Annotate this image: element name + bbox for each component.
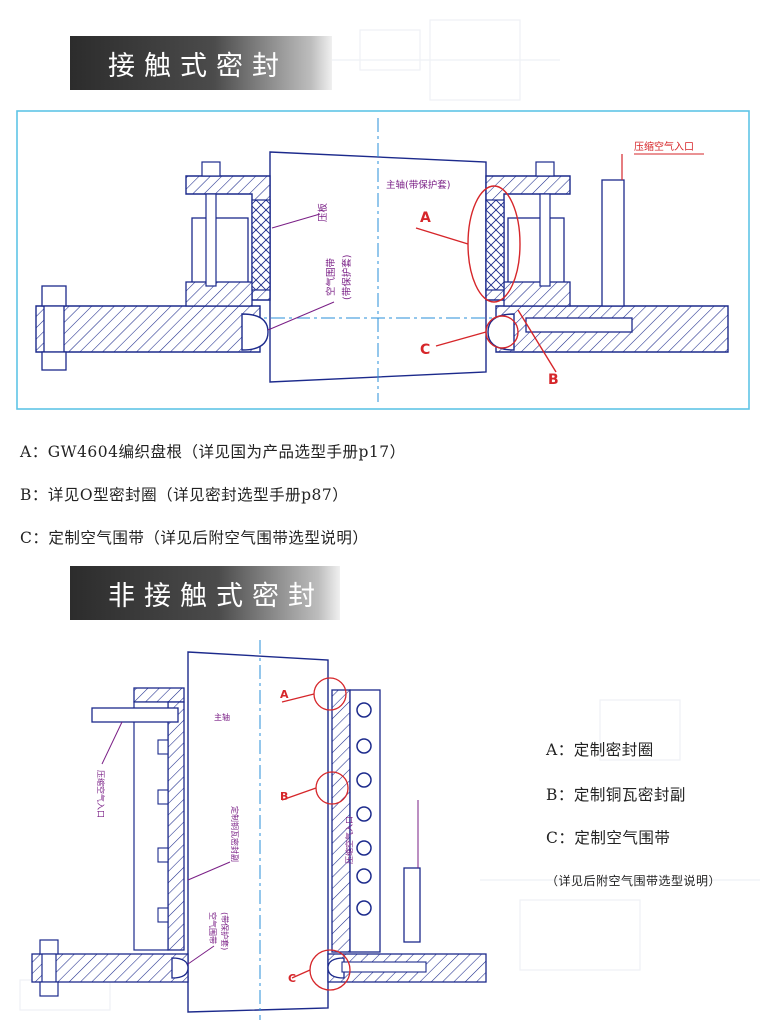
section-title-noncontact-seal: 非接触式密封 xyxy=(70,566,340,620)
lower-label: 空气围带 xyxy=(208,912,218,944)
legend-a: A：GW4604编织盘根（详见国为产品选型手册p17） xyxy=(20,443,406,461)
right-stud-bolt xyxy=(535,161,555,287)
air-belt-left xyxy=(171,957,189,979)
left-housing-wall xyxy=(167,701,185,951)
base-plate-left xyxy=(35,305,261,353)
lower-sub-label: (带保护套) xyxy=(220,912,230,950)
wear-strip-label: 压板 xyxy=(317,202,329,222)
legend-b: B：详见O型密封圈（详见密封选型手册p87） xyxy=(20,486,349,504)
middle-label: 定制铜瓦密封副 xyxy=(230,806,240,862)
diagram-frame xyxy=(16,110,750,410)
shaft xyxy=(269,151,487,383)
right-packing xyxy=(485,199,505,291)
left-housing-top xyxy=(133,687,185,703)
air-inlet-pipe xyxy=(525,179,633,333)
air-belt-right xyxy=(327,957,345,979)
marker-b: B xyxy=(280,790,288,803)
contact-seal-diagram: A C B 压缩空气入口 主轴(带保护套) 压板 空气围带 (带保护套) xyxy=(16,110,750,410)
left-stud-bolt xyxy=(201,161,221,287)
left-packing xyxy=(251,199,271,291)
marker-b: B xyxy=(548,372,559,388)
marker-a: A xyxy=(420,210,431,226)
legend-a: A：定制密封圈 xyxy=(546,741,654,759)
air-belt-label: 空气围带 xyxy=(325,257,337,296)
shaft xyxy=(187,651,329,1013)
right-shoes xyxy=(356,702,372,916)
noncontact-seal-diagram: A B C 主轴 压缩空气入口 定制铜瓦密封副 空气围带 (带保护套) 压缩空气… xyxy=(31,640,487,1020)
marker-c: C xyxy=(420,342,430,358)
air-inlet-label: 压缩空气入口 xyxy=(634,140,694,153)
shaft-label: 主轴(带保护套) xyxy=(386,179,450,191)
legend-c: C：定制空气围带 xyxy=(546,829,671,847)
marker-a: A xyxy=(280,688,289,701)
legend-note: （详见后附空气围带选型说明） xyxy=(546,874,722,888)
marker-c: C xyxy=(288,972,296,985)
air-inlet-label: 压缩空气入口 xyxy=(344,816,354,864)
left-label: 压缩空气入口 xyxy=(96,770,106,818)
shaft-label: 主轴 xyxy=(214,712,230,722)
left-air-belt xyxy=(241,313,269,351)
air-belt-sub-label: (带保护套) xyxy=(341,255,353,300)
left-base-bolt xyxy=(41,285,67,371)
base-plate-left xyxy=(31,953,189,983)
left-bolts xyxy=(157,739,169,923)
left-air-pipe xyxy=(91,707,179,723)
right-air-inlet-pipe xyxy=(403,867,421,943)
legend-b: B：定制铜瓦密封副 xyxy=(546,786,686,804)
base-bolt xyxy=(39,939,59,997)
section-title-contact-seal: 接触式密封 xyxy=(70,36,332,90)
legend-c: C：定制空气围带（详见后附空气围带选型说明） xyxy=(20,529,369,547)
